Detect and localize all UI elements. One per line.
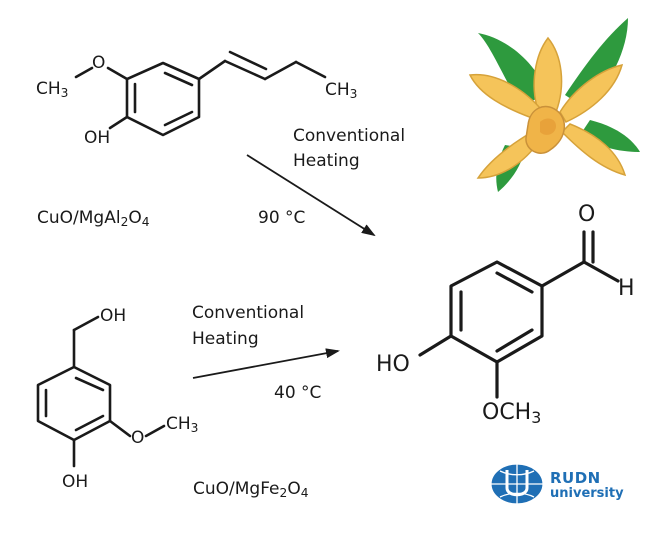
- vanillin-hydroxyl: HO: [376, 352, 410, 377]
- isoeugenol-chain-1: [197, 59, 227, 81]
- isoeugenol-c-o-bond: [106, 66, 129, 81]
- vanilla-flower-illustration: [468, 18, 640, 192]
- vanillyl-o-ch3-bond: [144, 424, 166, 438]
- rudn-logo-emblem: [490, 463, 544, 505]
- vanillyl-c-oh-bond: [72, 315, 100, 332]
- isoeugenol-methoxy-o: O: [92, 53, 106, 73]
- petal-icon: [476, 131, 541, 179]
- bottom-method-line2: Heating: [192, 329, 259, 349]
- top-method-line1: Conventional: [293, 126, 406, 146]
- vanillyl-ring-double-2: [74, 414, 105, 432]
- vanillin-structure: [418, 230, 620, 399]
- vanillin-ring-double-2: [495, 328, 534, 353]
- vanillyl-ring: [36, 365, 112, 442]
- vanillin-ring: [449, 260, 544, 364]
- bottom-temperature: 40 °C: [274, 383, 322, 403]
- isoeugenol-chain-double: [228, 50, 268, 71]
- isoeugenol-chain-2: [223, 59, 267, 81]
- isoeugenol-hydroxyl: OH: [84, 128, 111, 148]
- top-reaction-arrow: [246, 154, 376, 237]
- bottom-reaction-arrow: [192, 348, 340, 379]
- bottom-catalyst: CuO/MgFe2O4: [193, 479, 309, 501]
- isoeugenol-structure: [74, 50, 327, 137]
- isoeugenol-ring-double-2: [163, 110, 194, 127]
- top-method-line2: Heating: [293, 151, 360, 171]
- top-temperature: 90 °C: [258, 208, 306, 228]
- vanillin-carbonyl-o: O: [578, 202, 596, 227]
- petal-icon: [533, 36, 563, 113]
- vanillyl-hydroxyl-top: OH: [100, 306, 127, 326]
- vanillin-c-h-bond: [582, 260, 620, 283]
- leaf-icon: [565, 18, 628, 108]
- flower-lip-icon: [540, 118, 556, 135]
- petal-icon: [468, 73, 541, 119]
- vanillyl-hydroxyl-bottom: OH: [62, 472, 89, 492]
- isoeugenol-methyl-right: CH3: [325, 80, 358, 102]
- vanillin-c-cho-bond: [540, 260, 586, 288]
- leaf-icon: [580, 120, 640, 152]
- petal-icon: [560, 123, 627, 177]
- vanillin-oh-bond: [418, 334, 453, 357]
- petal-icon: [559, 63, 624, 123]
- vanillin-aldehyde-h: H: [618, 276, 635, 301]
- top-catalyst: CuO/MgAl2O4: [37, 208, 150, 230]
- vanillyl-c-o-bond: [108, 419, 132, 438]
- isoeugenol-chain-4: [294, 60, 327, 79]
- isoeugenol-chain-3: [263, 60, 298, 81]
- vanillin-methoxy: OCH3: [482, 400, 542, 427]
- logo-line1: RUDN: [550, 469, 601, 487]
- isoeugenol-ring-double-1: [163, 71, 194, 87]
- vanillyl-methyl: CH3: [166, 414, 199, 436]
- vanillyl-ring-double-1: [74, 376, 105, 392]
- vanillin-ring-double-1: [495, 271, 534, 294]
- vanillyl-methoxy-o: O: [131, 428, 145, 448]
- isoeugenol-oh-bond: [108, 115, 129, 130]
- leaf-icon: [478, 33, 548, 105]
- isoeugenol-o-ch3-bond: [74, 66, 94, 79]
- isoeugenol-methyl-left: CH3: [36, 79, 69, 101]
- isoeugenol-ring: [125, 61, 201, 137]
- vanillyl-alcohol-structure: [36, 315, 166, 468]
- bottom-method-line1: Conventional: [192, 303, 305, 323]
- u-letter-icon: [505, 470, 529, 497]
- logo-line2: university: [550, 486, 624, 501]
- globe-meridians: [491, 464, 543, 504]
